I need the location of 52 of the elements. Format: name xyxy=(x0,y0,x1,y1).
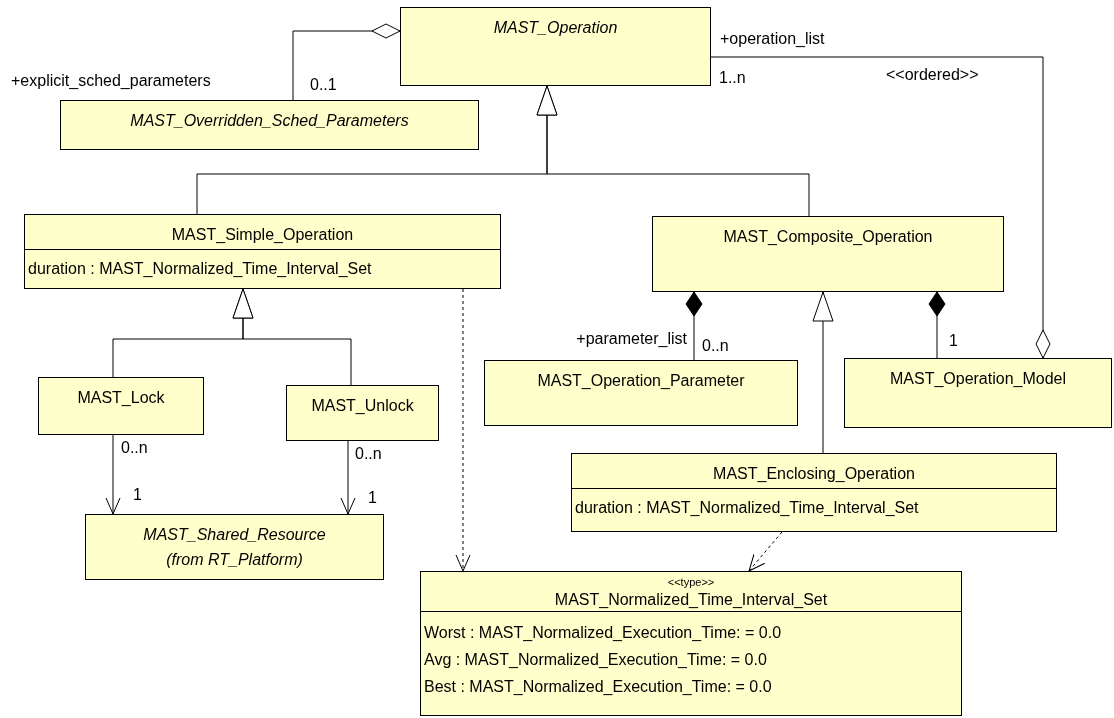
attribute-text: Avg : MAST_Normalized_Execution_Time: = 0.0 xyxy=(424,650,767,670)
class-box xyxy=(484,360,798,426)
association-line xyxy=(685,291,703,361)
multiplicity-label: 1 xyxy=(368,488,377,508)
class-name: MAST_Simple_Operation xyxy=(171,225,354,245)
multiplicity-label: 1 xyxy=(133,485,142,505)
multiplicity-label: 0..n xyxy=(121,438,148,458)
association-line xyxy=(340,440,356,515)
dependency-arrow xyxy=(455,288,471,572)
multiplicity-label: 0..n xyxy=(355,444,382,464)
class-name: MAST_Operation_Parameter xyxy=(537,371,745,391)
package-note: (from RT_Platform) xyxy=(166,550,303,570)
class-box xyxy=(38,377,204,435)
class-name: MAST_Overridden_Sched_Parameters xyxy=(130,111,409,131)
multiplicity-label: 1..n xyxy=(719,68,746,88)
association-line xyxy=(232,288,352,386)
attribute-text: Worst : MAST_Normalized_Execution_Time: = 0.0 xyxy=(424,623,782,643)
attribute-text: duration : MAST_Normalized_Time_Interval_Set xyxy=(28,259,372,279)
class-name: MAST_Lock xyxy=(77,388,165,408)
class-name: MAST_Operation_Model xyxy=(889,369,1067,389)
class-box xyxy=(60,100,479,150)
class-name: MAST_Shared_Resource xyxy=(143,525,326,545)
dependency-arrow xyxy=(748,531,783,572)
class-box xyxy=(652,216,1004,292)
association-line xyxy=(105,434,121,515)
attribute-text: duration : MAST_Normalized_Time_Interval_Set xyxy=(575,498,919,518)
association-line xyxy=(812,291,834,454)
class-box xyxy=(571,453,1057,532)
class-box xyxy=(400,7,711,86)
role-name: +operation_list xyxy=(720,29,825,49)
multiplicity-label: 1 xyxy=(949,331,958,351)
package-note: MAST_Normalized_Time_Interval_Set xyxy=(554,590,828,610)
class-name: MAST_Enclosing_Operation xyxy=(713,464,915,484)
class-name: MAST_Composite_Operation xyxy=(723,227,933,247)
class-box xyxy=(24,214,501,289)
role-name: +explicit_sched_parameters xyxy=(11,71,211,91)
class-box xyxy=(85,514,384,580)
multiplicity-label: 0..n xyxy=(702,336,729,356)
constraint-label: <<ordered>> xyxy=(886,65,979,85)
association-line xyxy=(292,23,401,101)
stereotype-label: <<type>> xyxy=(667,575,715,590)
class-name: MAST_Operation xyxy=(493,18,618,38)
association-line xyxy=(536,85,810,217)
class-name: MAST_Unlock xyxy=(311,396,414,416)
class-box xyxy=(844,358,1112,428)
association-line xyxy=(928,291,946,359)
multiplicity-label: 0..1 xyxy=(310,75,337,95)
association-line xyxy=(710,56,1051,359)
class-box xyxy=(420,571,962,716)
attribute-text: Best : MAST_Normalized_Execution_Time: = 0.0 xyxy=(424,677,772,697)
class-box xyxy=(286,385,439,441)
role-name: +parameter_list xyxy=(576,329,687,349)
